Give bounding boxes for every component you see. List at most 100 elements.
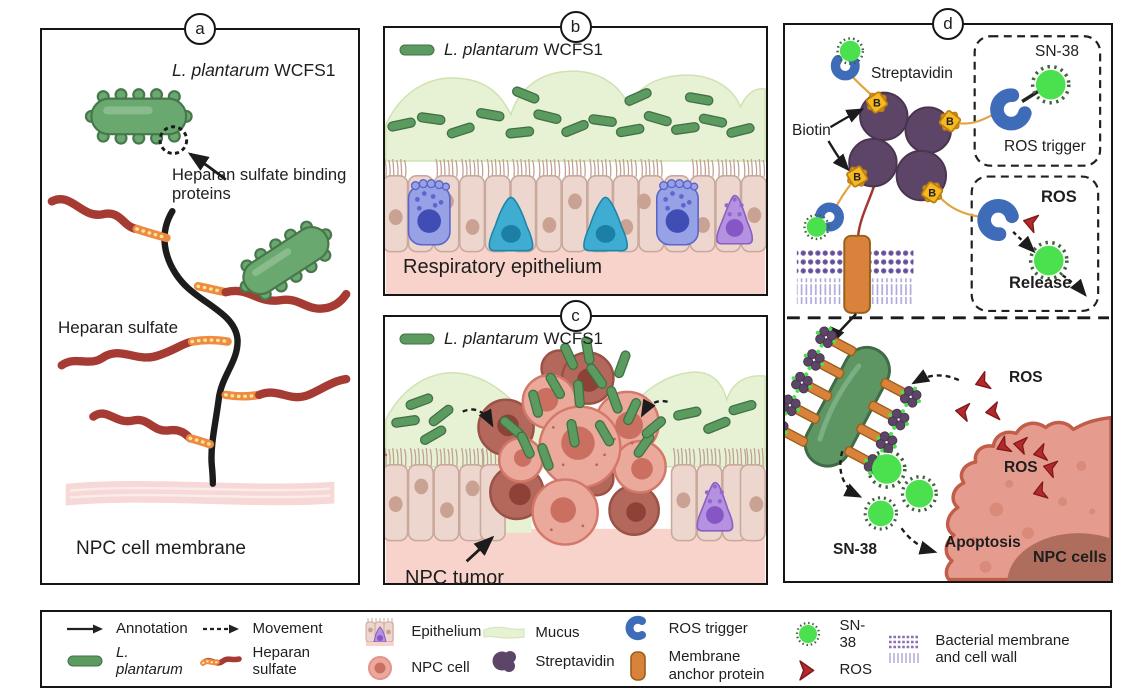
ros-trigger-label: ROS trigger [1004,138,1086,155]
sn38-large [1030,64,1071,105]
legend-item-membrane-anchor: Membrane anchor protein [615,648,786,683]
annotation-arrow [187,152,227,181]
legend-item-l-plantarum: L. plantarum [62,644,198,678]
panel-a: a [40,13,360,585]
strain-name: WCFS1 [543,329,604,348]
biotin-badge-letter: B [946,116,954,128]
panel-d-letter: d [943,14,953,33]
species-name: L. plantarum [444,40,539,59]
legend-item-ros-trigger: ROS trigger [615,615,786,641]
species-name: L. plantarum [444,329,539,348]
annotation-arrow-icon [62,622,108,636]
mucus-icon [481,625,527,641]
epithelium-right [670,463,766,542]
hs-binding-line1: Heparan sulfate binding [172,166,347,184]
panel-c-caption: NPC tumor [405,567,504,589]
anchor-tether [856,186,876,236]
streptavidin-label: Streptavidin [871,65,953,82]
legend-label: Streptavidin [535,652,615,670]
sn38-release-arrow [839,450,863,498]
legend-item-sn38: SN-38 [785,617,881,651]
ros-box-label: ROS [1041,188,1077,206]
ros-intracellular-label: ROS [1004,459,1038,476]
membrane-anchor-protein-icon [615,650,661,682]
panel-c-art [385,335,766,583]
hs-binding-line2: proteins [172,185,231,204]
legend: Annotation L. plantarum Movement [40,610,1112,688]
decorated-bacterium [785,321,927,481]
legend-item-movement: Movement [198,620,357,637]
goblet-cell-2 [655,178,699,246]
core-protein-line [161,207,241,487]
release-box [970,175,1100,312]
panel-b: b [383,11,768,296]
legend-group-6: SN-38 ROS [785,617,881,682]
l-plantarum-rod-icon [62,654,108,668]
sn38-top-label: SN-38 [1035,43,1079,60]
legend-item-mucus: Mucus [481,624,614,641]
movement-arrow-right [640,398,668,418]
hs-binding-proteins-label: Heparan sulfate binding proteins [172,166,346,205]
panel-c-label: c [559,300,592,332]
apoptosis-label: Apoptosis [945,534,1021,551]
biotin-label: Biotin [792,122,831,139]
panel-b-letter: b [570,17,581,36]
strain-name: WCFS1 [543,40,604,59]
legend-label: L. plantarum [116,644,183,678]
movement-arrow-left [462,408,494,428]
legend-item-streptavidin: Streptavidin [481,648,615,674]
biotin-badge-letter: B [928,187,936,199]
release-label: Release [1009,274,1072,292]
panel-d-art: B B B B [785,35,1111,581]
panel-b-art [385,70,766,294]
panel-b-caption: Respiratory epithelium [403,256,602,278]
l-plantarum-rod-icon [399,44,435,56]
biotin-badge-letter: B [873,97,881,109]
npc-cell-icon [357,654,403,682]
legend-label: Epithelium [411,623,482,640]
goblet-cell-1 [407,178,451,246]
streptavidin-icon [481,648,527,674]
legend-label: ROS [839,661,872,678]
legend-label: Annotation [116,620,188,637]
apoptosis-arrow [900,527,938,555]
sn38-icon [836,37,865,65]
binding-protein-highlight-circle [158,125,189,155]
legend-label: Movement [252,620,323,637]
ros-trigger-box [973,35,1102,167]
legend-item-ros: ROS [785,658,881,682]
released-sn38 [863,449,938,531]
panel-d: d [783,8,1113,583]
conjugate-bond [1021,90,1039,103]
cleave-arrow [1012,231,1036,254]
release-arrow [1061,274,1087,297]
legend-group-3: Epithelium NPC cell [357,617,481,682]
biotin-badge-letter: B [853,172,861,184]
ros-icon [1020,211,1040,234]
epithelium-icon [357,617,403,647]
biotin-arrow-2 [827,140,850,172]
legend-label: SN-38 [839,616,866,651]
npc-cells-label: NPC cells [1033,549,1107,566]
ros-trigger-large [991,93,1026,130]
species-name: L. plantarum [172,60,270,80]
biotin-arrow-1 [829,108,865,129]
sn38-bottom-label: SN-38 [833,541,877,558]
legend-item-heparan-sulfate: Heparan sulfate [198,644,357,678]
bacterium-studded-2 [239,220,333,301]
legend-item-annotation: Annotation [62,620,198,637]
panel-d-label: d [932,8,964,40]
l-plantarum-rod-icon [399,333,435,345]
panel-b-label: b [559,11,592,43]
legend-label: Bacterial membrane and cell wall [935,631,1070,666]
legend-group-7: Bacterial membrane and cell wall [881,632,1084,667]
strain-name: WCFS1 [274,60,336,80]
legend-label: Membrane anchor protein [668,648,765,683]
ros-extracellular-label: ROS [1009,369,1043,386]
legend-item-epithelium: Epithelium [357,617,481,647]
panel-c: c [383,300,768,589]
annotation-arrow [465,535,495,563]
